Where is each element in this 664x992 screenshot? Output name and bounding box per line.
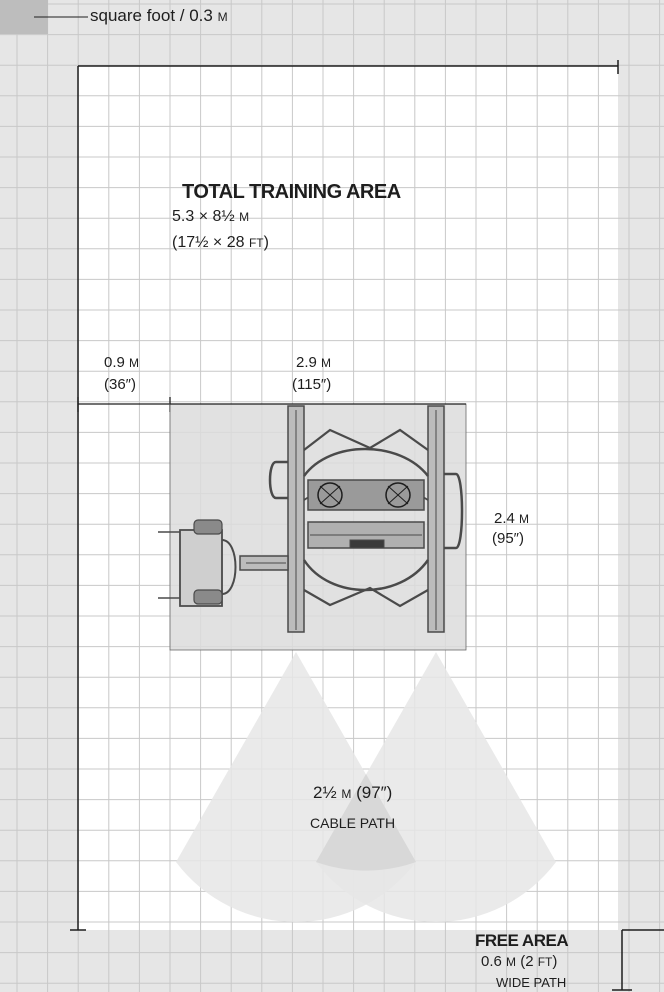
cable-path-dimension: 2½ M (97″) <box>313 783 393 802</box>
free-area-subtitle: WIDE PATH <box>496 975 567 990</box>
training-area-boundary <box>70 60 619 931</box>
clearance-imperial: (36″) <box>104 376 136 393</box>
width-imperial: (115″) <box>292 376 332 393</box>
free-area-bracket <box>612 929 664 991</box>
equipment-machine-topview <box>158 405 464 633</box>
training-area-metric: 5.3 × 8½ M <box>172 208 250 225</box>
legend-label: square foot / 0.3 M <box>90 6 228 25</box>
cable-path-label: CABLE PATH <box>310 815 396 831</box>
clearance-metric: 0.9 M <box>104 354 140 371</box>
depth-imperial: (95″) <box>492 530 524 547</box>
width-metric: 2.9 M <box>296 354 332 371</box>
depth-metric: 2.4 M <box>494 510 530 527</box>
free-area-title: FREE AREA <box>475 931 569 950</box>
training-area-imperial: (17½ × 28 FT) <box>172 234 269 251</box>
cable-path-fans <box>176 652 556 922</box>
free-area-dimension: 0.6 M (2 FT) <box>481 953 558 970</box>
training-area-title: TOTAL TRAINING AREA <box>182 181 401 203</box>
